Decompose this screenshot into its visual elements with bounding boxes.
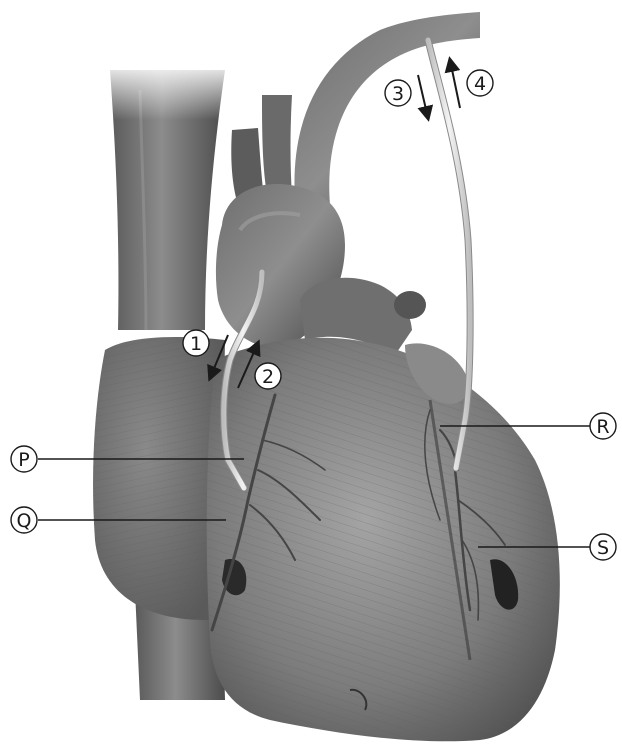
svg-text:Q: Q (17, 510, 32, 532)
label-P: P (11, 446, 37, 472)
right-atrium (93, 337, 225, 620)
label-R: R (590, 413, 616, 439)
arrow-4-label: 4 (467, 70, 493, 96)
arrow-1-label: 1 (183, 330, 209, 356)
svg-text:3: 3 (392, 83, 404, 105)
label-Q: Q (11, 507, 37, 533)
svg-text:P: P (18, 449, 29, 471)
svg-text:2: 2 (262, 366, 274, 388)
label-S: S (590, 534, 616, 560)
ventricles (207, 338, 560, 742)
svg-text:1: 1 (190, 333, 202, 355)
svg-text:R: R (596, 416, 609, 438)
arrow-3-label: 3 (385, 80, 411, 106)
svg-text:S: S (597, 537, 609, 559)
arrow-3-line (418, 75, 428, 118)
svg-text:4: 4 (474, 73, 486, 95)
arrow-4-line (450, 60, 460, 108)
arrow-2-label: 2 (255, 363, 281, 389)
